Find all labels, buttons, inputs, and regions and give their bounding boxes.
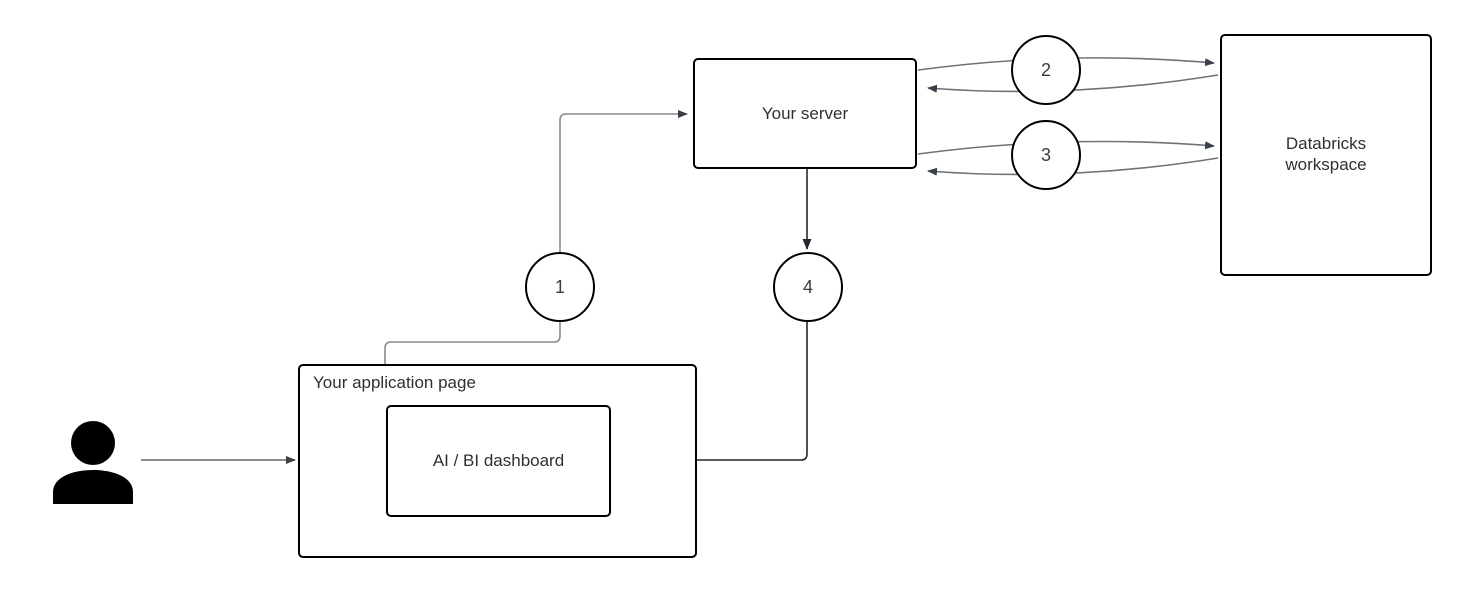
node-your-server-label: Your server <box>761 104 849 123</box>
edge-app-page-to-circle-1 <box>384 257 564 364</box>
node-ai-bi-dashboard-label: AI / BI dashboard <box>432 451 565 470</box>
node-databricks-workspace[interactable] <box>1220 34 1432 276</box>
edge-circle-4-to-dashboard <box>615 322 808 465</box>
person-body-icon <box>53 470 133 504</box>
node-your-application-page-label: Your application page <box>313 373 476 392</box>
node-your-server[interactable] <box>693 58 917 169</box>
edge-circle-1-to-server <box>559 110 688 252</box>
node-your-application-page[interactable] <box>298 364 697 558</box>
step-marker-3[interactable]: 3 <box>1011 120 1081 190</box>
person-icon <box>53 421 133 504</box>
node-ai-bi-dashboard[interactable] <box>386 405 611 517</box>
step-marker-2[interactable]: 2 <box>1011 35 1081 105</box>
person-head-icon <box>71 421 115 465</box>
node-databricks-workspace-label: Databricks workspace <box>1285 134 1367 174</box>
step-marker-1[interactable]: 1 <box>525 252 595 322</box>
step-marker-4[interactable]: 4 <box>773 252 843 322</box>
